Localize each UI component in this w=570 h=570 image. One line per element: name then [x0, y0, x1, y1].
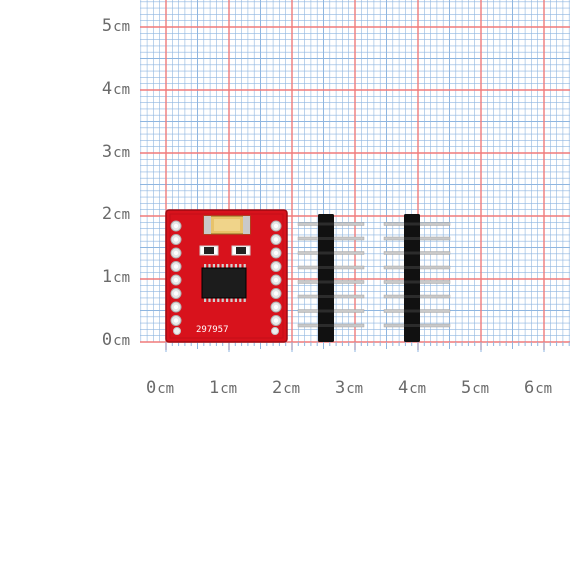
board-pins-left [170, 220, 182, 326]
board-pad-hole [173, 304, 179, 310]
y-axis-label: 4cm [101, 79, 130, 99]
x-axis-label: 4cm [398, 378, 427, 398]
ic-pin [234, 264, 237, 269]
header-pin-slot [318, 266, 334, 269]
driver-breakout-board: 297957 [165, 209, 288, 343]
board-silkscreen: 297957 [196, 325, 229, 335]
y-axis-label: 5cm [101, 16, 130, 36]
ic-pin [230, 297, 233, 302]
ic-pin [217, 297, 220, 302]
header-pin-slot [404, 222, 420, 226]
smd-component [231, 245, 251, 256]
ic-pin [212, 264, 215, 269]
header-pin-slot [404, 266, 420, 269]
x-axis-label: 3cm [335, 378, 364, 398]
board-pad-hole [273, 304, 279, 310]
ic-pin [239, 297, 242, 302]
y-axis-label: 3cm [101, 142, 130, 162]
board-pad-hole [173, 277, 179, 283]
header-plastic [318, 214, 334, 342]
mounting-hole [173, 327, 181, 335]
header-pin-slot [318, 222, 334, 226]
board-pins-right [270, 220, 282, 326]
ic-pin [217, 264, 220, 269]
header-pin-slot [318, 309, 334, 313]
smd-component [199, 245, 219, 256]
header-plastic [404, 214, 420, 342]
tantalum-capacitor [203, 215, 251, 235]
ic-pin [204, 297, 207, 302]
header-pin-slot [318, 295, 334, 298]
x-axis-label: 6cm [524, 378, 553, 398]
ic-pin [208, 264, 211, 269]
x-axis-label: 1cm [209, 378, 238, 398]
header-pin-slot [404, 280, 420, 284]
ic-pin [204, 264, 207, 269]
driver-chip [201, 267, 247, 299]
header-pin-slot [404, 251, 420, 255]
header-pin-slot [318, 324, 334, 327]
x-axis-label: 5cm [461, 378, 490, 398]
board-pad-hole [273, 223, 279, 229]
y-axis-label: 2cm [101, 204, 130, 224]
ic-pin [226, 264, 229, 269]
ic-pin [234, 297, 237, 302]
board-pad-hole [173, 237, 179, 242]
ic-pin [230, 264, 233, 269]
board-pad-hole [273, 291, 279, 296]
x-axis-label: 2cm [272, 378, 301, 398]
header-pin-slot [318, 237, 334, 240]
board-pad-hole [273, 237, 279, 242]
ic-pin [208, 297, 211, 302]
header-pin-slot [404, 324, 420, 327]
mounting-hole [271, 327, 279, 335]
board-pad-hole [173, 291, 179, 296]
ic-pins [204, 264, 246, 302]
board-pad-hole [173, 223, 179, 229]
pin-header-left [297, 214, 365, 342]
header-pin-slot [404, 295, 420, 298]
y-axis-label: 1cm [101, 267, 130, 287]
header-pin-slot [318, 251, 334, 255]
header-pin-slot [404, 237, 420, 240]
ic-pin [221, 297, 224, 302]
header-pin-slot [318, 280, 334, 284]
board-pad-hole [173, 250, 179, 256]
board-pad-hole [173, 318, 179, 323]
y-axis-label: 0cm [101, 330, 130, 350]
board-pad-hole [273, 277, 279, 283]
board-pad-hole [273, 318, 279, 323]
ic-pin [226, 297, 229, 302]
board-pad-hole [273, 250, 279, 256]
header-pin-slot [404, 309, 420, 313]
board-pad-hole [173, 264, 179, 269]
x-axis-label: 0cm [146, 378, 175, 398]
ic-pin [239, 264, 242, 269]
pin-header-right [383, 214, 451, 342]
ic-pin [221, 264, 224, 269]
ic-pin [243, 297, 246, 302]
ic-pin [212, 297, 215, 302]
ic-pin [243, 264, 246, 269]
board-pad-hole [273, 264, 279, 269]
